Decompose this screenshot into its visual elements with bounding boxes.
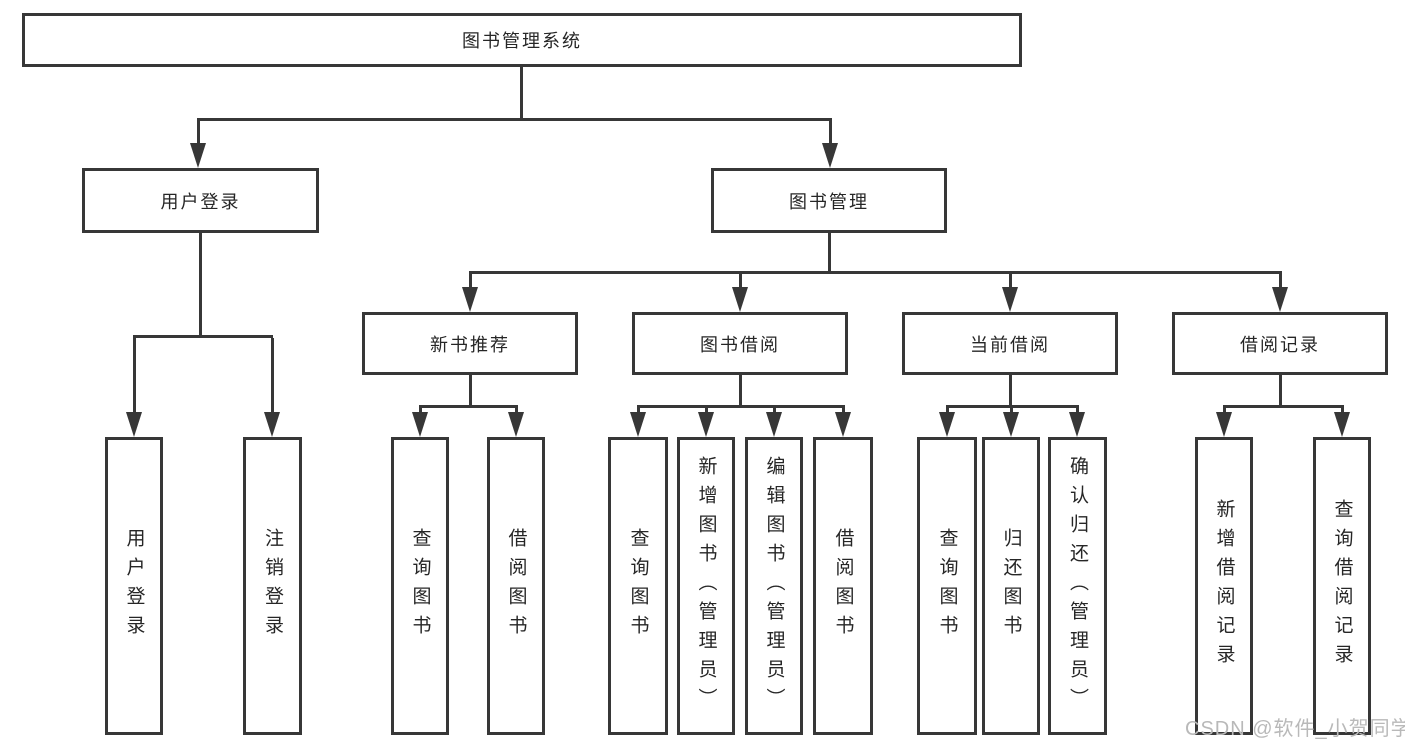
connector-arrow-stem xyxy=(946,405,949,412)
arrowhead-down-icon xyxy=(939,412,955,437)
connector-arrow-stem xyxy=(739,274,742,287)
connector-arrow-stem xyxy=(1010,405,1013,412)
connector-arrow-stem xyxy=(1223,405,1226,412)
arrowhead-down-icon xyxy=(698,412,714,437)
connector-arrow-stem xyxy=(1279,274,1282,287)
node-label: 查询图书 xyxy=(627,528,649,644)
leaf-edit-books-admin: 编辑图书（管理员） xyxy=(745,437,803,735)
connector-arrow-stem xyxy=(515,405,518,412)
node-label: 查询借阅记录 xyxy=(1331,499,1353,673)
leaf-add-books-admin: 新增图书（管理员） xyxy=(677,437,735,735)
connector-recommend-stem xyxy=(469,375,472,405)
connector-userlogin-stem xyxy=(199,233,202,335)
leaf-query-books-borrowing: 查询图书 xyxy=(608,437,668,735)
leaf-query-books-recommend: 查询图书 xyxy=(391,437,449,735)
node-label: 新书推荐 xyxy=(430,334,510,355)
node-label: 图书借阅 xyxy=(700,334,780,355)
connector-recommend-hline xyxy=(419,405,518,408)
node-label: 归还图书 xyxy=(1000,528,1022,644)
node-label: 确认归还（管理员） xyxy=(1067,455,1088,717)
arrowhead-down-icon xyxy=(766,412,782,437)
node-label: 注销登录 xyxy=(262,528,283,644)
node-library-management-system: 图书管理系统 xyxy=(22,13,1022,67)
node-book-borrowing: 图书借阅 xyxy=(632,312,848,375)
leaf-return-books: 归还图书 xyxy=(982,437,1040,735)
connector-arrow-stem xyxy=(1076,405,1079,412)
node-label: 借阅图书 xyxy=(505,528,527,644)
arrowhead-down-icon xyxy=(126,412,142,437)
leaf-logout: 注销登录 xyxy=(243,437,302,735)
connector-borrowing-hline xyxy=(637,405,845,408)
arrowhead-down-icon xyxy=(835,412,851,437)
arrowhead-down-icon xyxy=(1003,412,1019,437)
connector-root-hline xyxy=(197,118,832,121)
node-current-borrowing: 当前借阅 xyxy=(902,312,1118,375)
connector-bookmgmt-stem xyxy=(828,233,831,271)
leaf-query-books-current: 查询图书 xyxy=(917,437,977,735)
node-label: 编辑图书（管理员） xyxy=(763,455,785,717)
node-book-management: 图书管理 xyxy=(711,168,947,233)
node-label: 查询图书 xyxy=(936,528,958,644)
connector-borrowing-stem xyxy=(739,375,742,405)
node-label: 借阅记录 xyxy=(1240,334,1320,355)
connector-arrow-stem xyxy=(1341,405,1344,412)
connector-arrow-stem xyxy=(773,405,776,412)
node-label: 当前借阅 xyxy=(970,334,1050,355)
node-borrowing-records: 借阅记录 xyxy=(1172,312,1388,375)
arrowhead-down-icon xyxy=(1334,412,1350,437)
node-label: 借阅图书 xyxy=(832,528,854,644)
node-label: 图书管理系统 xyxy=(462,31,582,51)
connector-current-stem xyxy=(1009,375,1012,405)
arrowhead-down-icon xyxy=(1272,287,1288,312)
connector-arrow-stem xyxy=(133,338,136,412)
arrowhead-down-icon xyxy=(264,412,280,437)
node-label: 查询图书 xyxy=(409,528,431,644)
leaf-borrow-books-borrowing: 借阅图书 xyxy=(813,437,873,735)
connector-arrow-stem xyxy=(419,405,422,412)
connector-arrow-stem xyxy=(842,405,845,412)
node-label: 用户登录 xyxy=(160,191,241,212)
node-label: 用户登录 xyxy=(123,528,145,644)
connector-arrow-stem xyxy=(469,274,472,287)
arrowhead-down-icon xyxy=(732,287,748,312)
arrowhead-down-icon xyxy=(1216,412,1232,437)
connector-arrow-stem xyxy=(271,338,274,412)
arrowhead-down-icon xyxy=(412,412,428,437)
arrowhead-down-icon xyxy=(508,412,524,437)
connector-arrow-stem xyxy=(705,405,708,412)
connector-arrow-stem xyxy=(637,405,640,412)
leaf-add-borrow-record: 新增借阅记录 xyxy=(1195,437,1253,735)
leaf-borrow-books-recommend: 借阅图书 xyxy=(487,437,545,735)
node-new-book-recommend: 新书推荐 xyxy=(362,312,578,375)
connector-records-stem xyxy=(1279,375,1282,405)
leaf-confirm-return-admin: 确认归还（管理员） xyxy=(1048,437,1107,735)
node-label: 新增借阅记录 xyxy=(1213,499,1235,673)
leaf-user-login: 用户登录 xyxy=(105,437,163,735)
arrowhead-down-icon xyxy=(630,412,646,437)
arrowhead-down-icon xyxy=(462,287,478,312)
connector-userlogin-hline xyxy=(133,335,273,338)
connector-records-hline xyxy=(1223,405,1344,408)
node-label: 新增图书（管理员） xyxy=(695,455,717,717)
connector-arrow-stem xyxy=(829,121,832,143)
arrowhead-down-icon xyxy=(1002,287,1018,312)
node-label: 图书管理 xyxy=(789,191,869,212)
csdn-watermark: CSDN @软件_小贺同学 xyxy=(1185,718,1405,740)
arrowhead-down-icon xyxy=(822,143,838,168)
connector-arrow-stem xyxy=(197,121,200,143)
arrowhead-down-icon xyxy=(190,143,206,168)
arrowhead-down-icon xyxy=(1069,412,1085,437)
leaf-query-borrow-record: 查询借阅记录 xyxy=(1313,437,1371,735)
connector-root-stem xyxy=(520,67,523,118)
node-user-login: 用户登录 xyxy=(82,168,319,233)
connector-bookmgmt-hline xyxy=(469,271,1282,274)
connector-arrow-stem xyxy=(1009,274,1012,287)
